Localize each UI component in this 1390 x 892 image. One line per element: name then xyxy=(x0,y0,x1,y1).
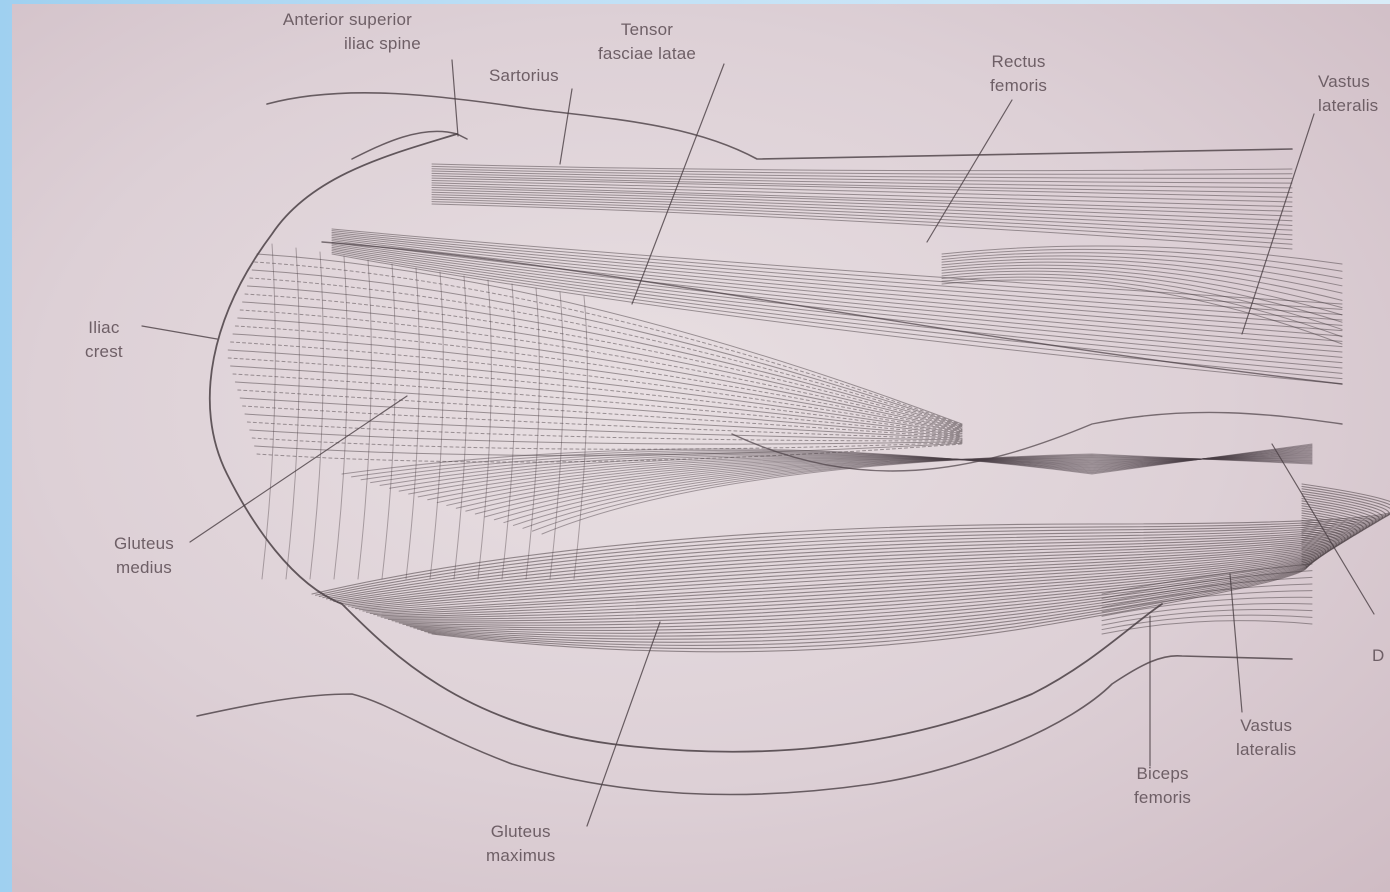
rectus-fiber xyxy=(432,192,1292,225)
label-vastus-lateralis-top: Vastus lateralis xyxy=(1318,70,1378,118)
gluteus-medius-cross xyxy=(262,244,275,579)
itb-fiber xyxy=(542,454,1312,534)
vastus-fiber xyxy=(942,259,1342,293)
gluteus-medius-fiber xyxy=(250,278,962,426)
gluteus-medius-cross xyxy=(358,260,371,579)
gluteus-medius-cross xyxy=(550,292,563,579)
vastus-fiber xyxy=(942,268,1342,315)
gluteus-medius-cross xyxy=(526,288,539,579)
label-biceps-femoris: Biceps femoris xyxy=(1134,762,1191,810)
label-gluteus-medius: Gluteus medius xyxy=(114,532,174,580)
label-edge-cut-off: D xyxy=(1372,644,1384,668)
gluteus-medius-fiber xyxy=(240,398,962,438)
gluteus-medius-cross xyxy=(310,252,323,579)
vastus-fiber xyxy=(942,271,1342,322)
top-outline xyxy=(267,93,1292,159)
label-anterior-superior-iliac-spine: Anterior superior iliac spine xyxy=(274,8,421,56)
biceps-fiber xyxy=(1102,609,1312,625)
gluteus-medius-cross xyxy=(454,276,467,579)
label-rectus-femoris: Rectus femoris xyxy=(990,50,1047,98)
gluteus-medius-cross xyxy=(478,280,491,579)
label-iliac-crest: Iliac crest xyxy=(85,316,123,364)
gluteus-medius-fiber xyxy=(250,430,962,444)
gluteus-medius-fiber xyxy=(228,350,962,434)
muscle-fibers xyxy=(228,164,1390,652)
label-sartorius: Sartorius xyxy=(489,64,559,88)
bottom-outline xyxy=(197,656,1292,795)
biceps-fiber xyxy=(1102,615,1312,629)
itb-fiber xyxy=(475,457,1312,514)
label-gluteus-maximus: Gluteus maximus xyxy=(486,820,555,868)
leader-sartorius xyxy=(560,89,572,164)
leader-iliac xyxy=(142,326,217,339)
leader-vastus-bottom xyxy=(1230,574,1242,712)
gluteus-medius-cross xyxy=(430,272,443,579)
leader-gmaximus xyxy=(587,622,660,826)
gluteus-medius-fiber xyxy=(228,358,962,434)
label-vastus-lateralis-bottom: Vastus lateralis xyxy=(1236,714,1296,762)
label-tensor-fasciae-latae: Tensor fasciae latae xyxy=(598,18,696,66)
gluteus-medius-cross xyxy=(502,284,515,579)
itb-fiber xyxy=(494,458,1312,519)
anatomy-drawing: Anterior superior iliac spine Tensor fas… xyxy=(12,4,1390,892)
gluteus-maximus-fiber xyxy=(337,501,1376,603)
biceps-fiber xyxy=(1102,621,1312,634)
rectus-fiber xyxy=(432,188,1292,217)
gluteus-medius-cross xyxy=(334,256,347,579)
itb-fiber xyxy=(532,455,1312,531)
muscle-illustration xyxy=(12,4,1390,892)
